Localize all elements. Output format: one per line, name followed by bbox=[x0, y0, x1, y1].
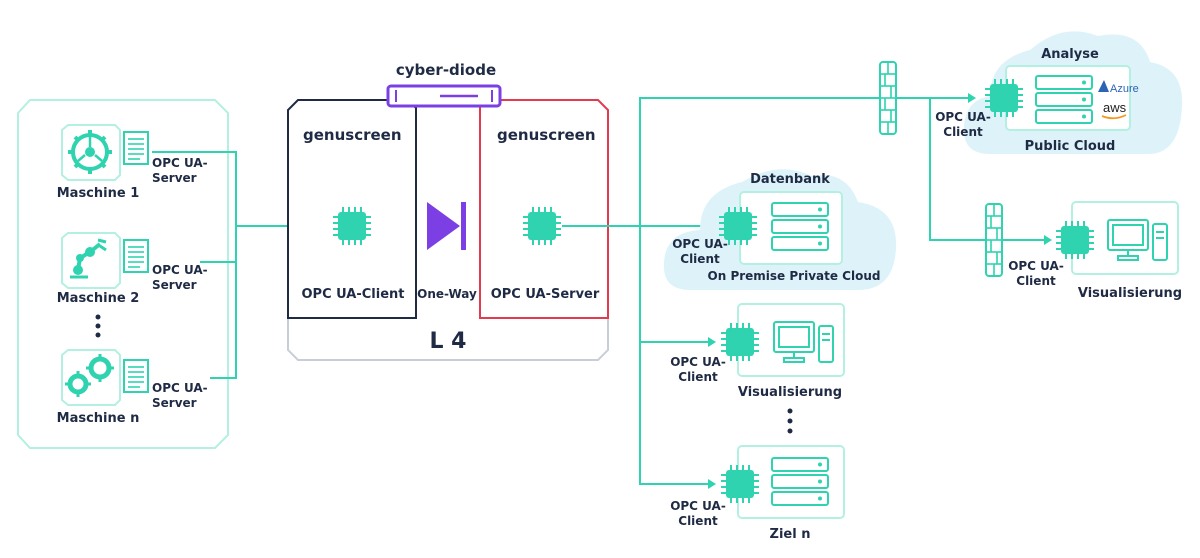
opc-ua-client-db-b: Client bbox=[680, 252, 720, 266]
cyber-diode-appliance: L 4 genuscreen OPC UA-Client One-Way gen… bbox=[287, 61, 609, 361]
opc-ua-client-label: OPC UA-Client bbox=[302, 287, 405, 302]
machine-2-label: Maschine 2 bbox=[57, 291, 140, 306]
public-cloud-label: Public Cloud bbox=[1025, 139, 1116, 154]
robot-arm-icon bbox=[70, 238, 107, 279]
visualisierung-label-middle: Visualisierung bbox=[738, 385, 842, 400]
server-stack-icon bbox=[1035, 75, 1093, 124]
cyber-diode-label: cyber-diode bbox=[396, 61, 496, 79]
aws-logo: aws bbox=[1101, 100, 1127, 120]
output-connectors bbox=[562, 93, 1052, 489]
on-premise-label: On Premise Private Cloud bbox=[708, 269, 881, 283]
gears-icon bbox=[65, 354, 114, 397]
genuscreen-left-label: genuscreen bbox=[303, 126, 402, 144]
machine-2: Maschine 2 OPC UA- Server bbox=[57, 232, 208, 306]
opc-ua-client-vis-b: Client bbox=[1016, 274, 1056, 288]
gear-icon bbox=[68, 130, 112, 174]
opc-ua-client-pc-b: Client bbox=[943, 125, 983, 139]
ziel-n-label: Ziel n bbox=[770, 527, 811, 542]
visualisierung-middle: OPC UA- Client Visualisierung bbox=[670, 303, 845, 400]
opc-ua-server-label-1: OPC UA- bbox=[152, 156, 208, 170]
datenbank-label: Datenbank bbox=[750, 172, 830, 187]
opc-ua-client-db: OPC UA- bbox=[672, 237, 728, 251]
opc-ua-client-vis: OPC UA- bbox=[1008, 259, 1064, 273]
opc-ua-server-label-nb: Server bbox=[152, 396, 197, 410]
opc-ua-client-pc: OPC UA- bbox=[935, 110, 991, 124]
opc-ua-server-full-label: OPC UA-Server bbox=[491, 287, 600, 302]
machine-1-label: Maschine 1 bbox=[57, 186, 140, 201]
azure-logo: Azure bbox=[1098, 80, 1139, 95]
datenbank-cloud: Datenbank OPC UA- Client On Premise Priv… bbox=[663, 169, 897, 290]
genuscreen-right: genuscreen OPC UA-Server bbox=[479, 99, 609, 319]
firewall-icon bbox=[985, 203, 1003, 277]
server-stack-icon bbox=[771, 457, 829, 506]
document-icon bbox=[123, 359, 149, 393]
machine-1: Maschine 1 OPC UA- Server bbox=[57, 124, 208, 201]
document-icon bbox=[123, 239, 149, 273]
machine-n: Maschine n OPC UA- Server bbox=[57, 349, 208, 426]
server-stack-icon bbox=[771, 202, 829, 251]
opc-ua-server-label-2b: Server bbox=[152, 278, 197, 292]
ziel-n: OPC UA- Client Ziel n bbox=[670, 445, 845, 542]
document-icon bbox=[123, 131, 149, 165]
opc-ua-server-label-n: OPC UA- bbox=[152, 381, 208, 395]
ellipsis-dots bbox=[95, 314, 101, 338]
machines-panel: Maschine 1 OPC UA- Server Maschine 2 OPC… bbox=[17, 99, 229, 449]
opc-ua-client-vis2: OPC UA- bbox=[670, 355, 726, 369]
one-way-label: One-Way bbox=[417, 287, 477, 301]
cyber-diode-device bbox=[386, 84, 502, 108]
opc-ua-server-label-2: OPC UA- bbox=[152, 263, 208, 277]
diode-icon bbox=[427, 202, 466, 250]
svg-text:aws: aws bbox=[1103, 100, 1127, 115]
firewall-icon bbox=[879, 61, 897, 135]
machine-n-label: Maschine n bbox=[57, 411, 140, 426]
opc-ua-server-label-1b: Server bbox=[152, 171, 197, 185]
opc-ua-client-ziel-b: Client bbox=[678, 514, 718, 528]
genuscreen-left: genuscreen OPC UA-Client bbox=[287, 99, 417, 319]
svg-text:Azure: Azure bbox=[1110, 83, 1139, 95]
l4-label: L 4 bbox=[430, 329, 467, 354]
opc-ua-client-vis2-b: Client bbox=[678, 370, 718, 384]
visualisierung-right: OPC UA- Client Visualisierung bbox=[1008, 201, 1182, 301]
analyse-label: Analyse bbox=[1041, 47, 1099, 62]
opc-ua-client-ziel: OPC UA- bbox=[670, 499, 726, 513]
genuscreen-right-label: genuscreen bbox=[497, 126, 596, 144]
ellipsis-dots bbox=[787, 408, 793, 434]
visualisierung-label-right: Visualisierung bbox=[1078, 286, 1182, 301]
public-cloud: Azure aws Analyse OPC UA- Client Public … bbox=[935, 31, 1183, 155]
